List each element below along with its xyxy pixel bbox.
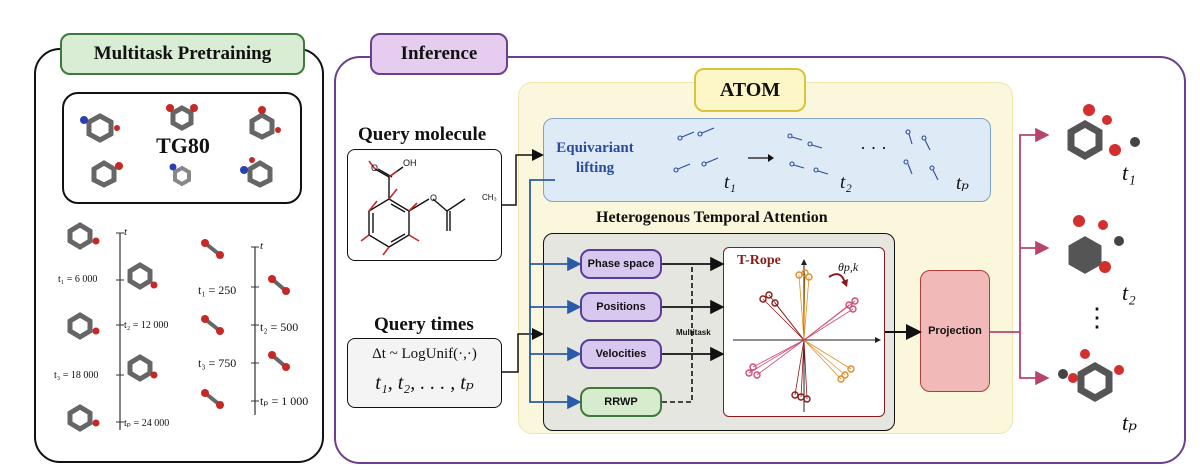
atom-label-ch3: CH₃ <box>482 193 497 202</box>
molecule-icon <box>240 157 273 188</box>
lifted-vectors <box>673 127 939 181</box>
molecule-icon <box>1067 104 1140 161</box>
molecule-icon <box>80 113 120 143</box>
query-times-label: Query times <box>374 314 474 335</box>
query-times-list: t₁, t₂, . . . , tₚ <box>375 372 474 394</box>
hta-title: Heterogenous Temporal Attention <box>596 209 828 226</box>
atom-label-oh: OH <box>403 158 417 168</box>
inference-title: Inference <box>370 33 508 75</box>
pretraining-title: Multitask Pretraining <box>60 33 305 75</box>
output-molecules <box>1058 104 1140 403</box>
trope-rotation-plot <box>733 259 881 412</box>
output-time-t1: t₁ <box>1122 160 1136 185</box>
equivariant-lifting-block <box>543 118 991 202</box>
time-label: t₂ = 12 000 <box>124 320 169 331</box>
time-label: tₚ = 1 000 <box>260 394 309 408</box>
molecule-icon <box>91 160 123 188</box>
lifting-ellipsis: · · · <box>860 138 887 158</box>
theta-label: θp,k <box>838 260 859 274</box>
time-label: tₚ = 24 000 <box>124 418 170 429</box>
tg80-label: TG80 <box>156 133 210 158</box>
multitask-label: Multitask <box>676 328 711 337</box>
time-label: t₁ = 250 <box>198 283 237 297</box>
lifting-time-t2: t₂ <box>840 172 852 193</box>
aspirin-structure <box>360 160 466 256</box>
projection-block: Projection <box>920 270 990 392</box>
atom-title: ATOM <box>694 68 806 112</box>
output-time-t2: t₂ <box>1122 280 1136 305</box>
input-velocities: Velocities <box>580 339 662 369</box>
inference-panel <box>334 56 1186 464</box>
output-time-tp: tₚ <box>1122 410 1137 435</box>
atom-label-o: O <box>430 193 438 203</box>
time-label: t₃ = 18 000 <box>54 370 99 381</box>
trope-label: T-Rope <box>737 253 781 268</box>
output-vdots: ⋮ <box>1084 303 1110 332</box>
query-times-formula: Δt ~ LogUnif(·,·) <box>372 346 477 362</box>
time-label: t₁ = 6 000 <box>58 274 98 285</box>
query-times-box <box>347 338 502 408</box>
query-molecule-label: Query molecule <box>358 124 487 145</box>
atom-label-o: O <box>371 163 379 173</box>
time-label: t₂ = 500 <box>260 320 299 334</box>
time-label: t₃ = 750 <box>198 356 237 370</box>
molecule-icon <box>1058 349 1124 403</box>
input-positions: Positions <box>580 292 662 322</box>
tg80-molecules <box>80 104 281 188</box>
time-axis-label: t <box>260 240 264 252</box>
molecule-icon <box>1068 215 1124 274</box>
equivariant-lifting-label: Equivariant lifting <box>556 140 634 176</box>
molecule-icon <box>249 106 281 140</box>
molecule-icon <box>169 163 191 187</box>
molecule-icon <box>166 104 198 131</box>
lifting-time-t1: t₁ <box>724 172 736 193</box>
lifting-time-tp: tₚ <box>956 173 969 194</box>
time-axis-label: t <box>124 226 128 238</box>
input-rrwp: RRWP <box>580 387 662 417</box>
pretraining-trajectories <box>67 222 290 432</box>
input-phase-space: Phase space <box>580 249 662 279</box>
